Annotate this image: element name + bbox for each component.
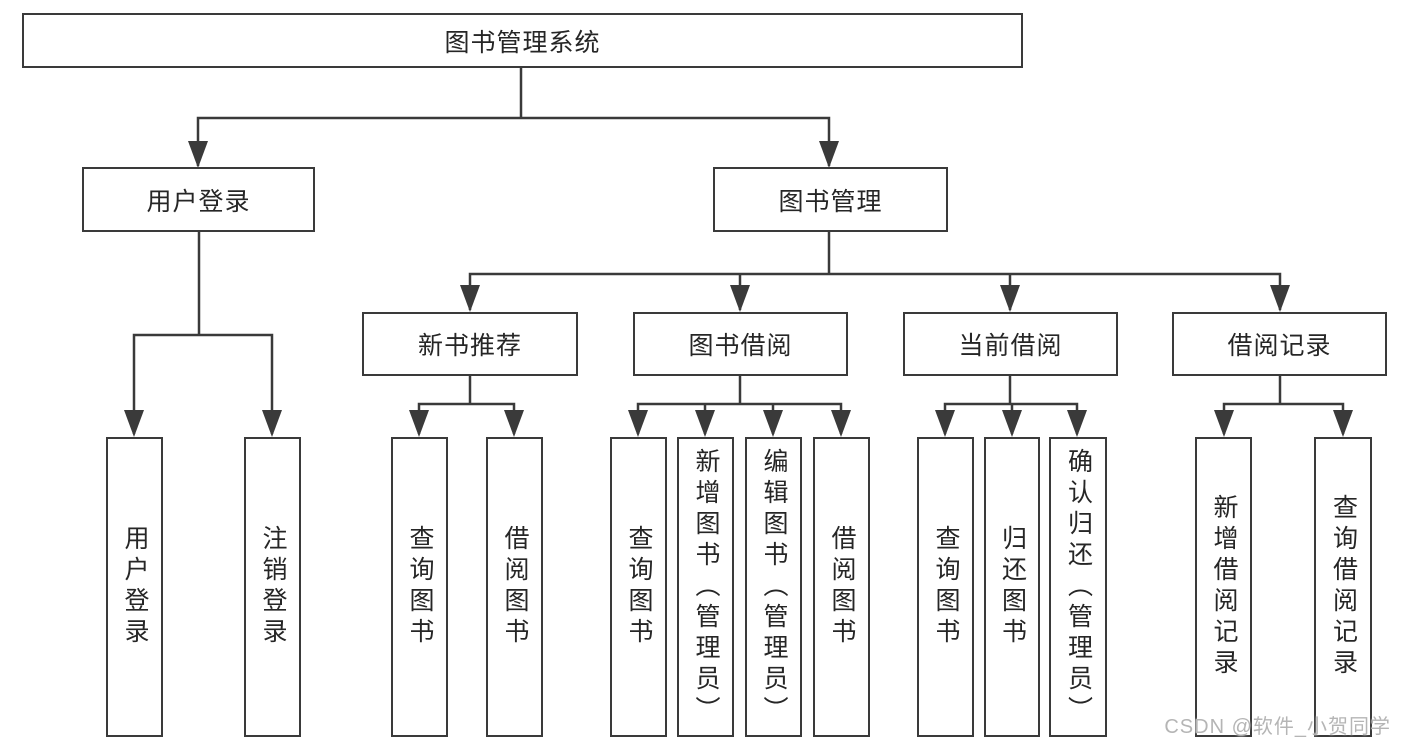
edge-rail-current-borrow [943, 376, 1079, 434]
arrowhead-icon [1002, 410, 1022, 437]
node-book-management-label: 图书管理 [778, 187, 883, 216]
leaf-query-books-current: 查询图书 [917, 437, 974, 737]
arrowhead-icon [1000, 285, 1020, 312]
arrowhead-icon [460, 285, 480, 312]
leaf-add-book-admin-label: 新增图书（管理员） [692, 447, 720, 727]
leaf-query-books-borrowing: 查询图书 [610, 437, 667, 737]
leaf-confirm-return-admin: 确认归还（管理员） [1049, 437, 1107, 737]
arrowhead-icon [935, 410, 955, 437]
arrowhead-icon [730, 285, 750, 312]
leaf-user-login: 用户登录 [106, 437, 163, 737]
edge-rail-borrow-records [1222, 376, 1345, 434]
leaf-query-books-recommend-label: 查询图书 [406, 525, 434, 649]
leaf-add-borrow-record-label: 新增借阅记录 [1210, 494, 1238, 680]
edge-rail-level3 [468, 272, 1282, 310]
leaf-query-books-recommend: 查询图书 [391, 437, 448, 737]
arrowhead-icon [409, 410, 429, 437]
leaf-borrow-books-borrowing: 借阅图书 [813, 437, 870, 737]
leaf-logout: 注销登录 [244, 437, 301, 737]
leaf-query-borrow-record: 查询借阅记录 [1314, 437, 1372, 737]
node-new-book-recommend: 新书推荐 [362, 312, 578, 376]
leaf-edit-book-admin-label: 编辑图书（管理员） [760, 447, 788, 727]
leaf-user-login-label: 用户登录 [121, 525, 149, 649]
leaf-borrow-books-borrowing-label: 借阅图书 [828, 525, 856, 649]
leaf-query-books-borrowing-label: 查询图书 [625, 525, 653, 649]
node-user-login: 用户登录 [82, 167, 315, 232]
node-book-management: 图书管理 [713, 167, 948, 232]
arrowhead-icon [831, 410, 851, 437]
leaf-edit-book-admin: 编辑图书（管理员） [745, 437, 802, 737]
edge-rail-user-login [132, 333, 274, 434]
arrowhead-icon [504, 410, 524, 437]
leaf-return-books-label: 归还图书 [998, 525, 1027, 649]
arrowhead-icon [1067, 410, 1087, 437]
leaf-logout-label: 注销登录 [259, 525, 287, 649]
node-root: 图书管理系统 [22, 13, 1023, 68]
arrowhead-icon [819, 141, 839, 168]
leaf-add-book-admin: 新增图书（管理员） [677, 437, 734, 737]
leaf-add-borrow-record: 新增借阅记录 [1195, 437, 1252, 737]
node-book-borrowing-label: 图书借阅 [688, 332, 793, 360]
arrowhead-icon [124, 410, 144, 437]
arrowhead-icon [628, 410, 648, 437]
leaf-return-books: 归还图书 [984, 437, 1040, 737]
watermark: CSDN @软件_小贺同学 [1164, 716, 1391, 738]
leaf-borrow-books-recommend-label: 借阅图书 [501, 525, 529, 649]
node-borrow-records: 借阅记录 [1172, 312, 1387, 376]
node-user-login-label: 用户登录 [146, 187, 251, 216]
node-current-borrowing: 当前借阅 [903, 312, 1118, 376]
arrowhead-icon [262, 410, 282, 437]
node-root-label: 图书管理系统 [444, 28, 601, 57]
arrowhead-icon [1333, 410, 1353, 437]
node-new-book-recommend-label: 新书推荐 [417, 332, 522, 360]
leaf-borrow-books-recommend: 借阅图书 [486, 437, 543, 737]
leaf-query-borrow-record-label: 查询借阅记录 [1329, 494, 1358, 680]
node-borrow-records-label: 借阅记录 [1227, 332, 1332, 360]
edge-rail-book-borrow [636, 376, 843, 434]
arrowhead-icon [1270, 285, 1290, 312]
edge-rail-level2 [196, 116, 831, 166]
edge-rail-new-book [417, 376, 516, 434]
arrowhead-icon [763, 410, 783, 437]
leaf-query-books-current-label: 查询图书 [932, 525, 960, 649]
node-book-borrowing: 图书借阅 [633, 312, 848, 376]
leaf-confirm-return-admin-label: 确认归还（管理员） [1064, 447, 1093, 727]
node-current-borrowing-label: 当前借阅 [958, 332, 1063, 360]
arrowhead-icon [695, 410, 715, 437]
arrowhead-icon [1214, 410, 1234, 437]
arrowhead-icon [188, 141, 208, 168]
